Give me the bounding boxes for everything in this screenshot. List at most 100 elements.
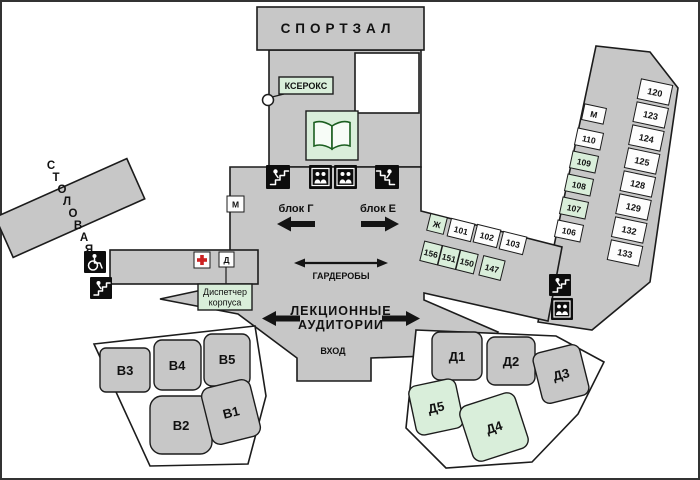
room-133: 133 (606, 239, 644, 267)
cross-horizontal (197, 258, 207, 262)
room-box (606, 239, 644, 267)
room-label: 107 (566, 202, 582, 215)
courtyard-cutout (354, 52, 420, 114)
room-label: 110 (581, 133, 597, 146)
elevator-icon (309, 165, 332, 189)
room-147: 147 (478, 255, 506, 281)
dispatcher-label-line2: корпуса (209, 298, 242, 308)
room-129: 129 (615, 193, 652, 221)
block-e-label: блок Е (360, 203, 396, 215)
stairs-icon (549, 274, 571, 296)
cloakrooms-label: ГАРДЕРОБЫ (312, 271, 369, 281)
xerox-label-box (278, 76, 334, 95)
cafeteria-letter: В (74, 220, 82, 232)
room-102: 102 (472, 223, 502, 249)
room-103: 103 (498, 230, 528, 256)
room-label: 120 (647, 86, 664, 99)
room-d1: Д1 (431, 331, 483, 381)
room-box (615, 193, 652, 221)
library-box (305, 110, 359, 161)
cloakrooms-sign: ГАРДЕРОБЫ (294, 258, 388, 281)
room-label: Д3 (551, 365, 571, 384)
room-box (226, 195, 245, 213)
room-label: 101 (453, 224, 469, 237)
cafeteria-letter: Т (52, 172, 59, 184)
room-132: 132 (610, 216, 648, 244)
m-toilet-hub: М (226, 195, 245, 213)
room-d5: Д5 (408, 378, 464, 436)
room-box (610, 216, 648, 244)
room-150: 150 (455, 249, 479, 275)
room-label: 108 (571, 179, 587, 192)
room-101: 101 (446, 217, 476, 243)
room-box (200, 379, 262, 445)
room-box (498, 230, 528, 256)
cafeteria-building (0, 157, 146, 259)
room-box (568, 150, 600, 174)
room-label: М (232, 200, 239, 210)
xerox-callout: КСЕРОКС (261, 76, 334, 107)
west-corridor-area (109, 249, 259, 285)
room-label: 128 (629, 178, 646, 191)
room-label: 132 (621, 224, 638, 237)
room-label: 156 (423, 247, 439, 260)
room-106: 106 (553, 219, 585, 243)
cafeteria-letter: А (80, 232, 88, 244)
wheelchair-icon (84, 251, 106, 273)
d-block-area: Д1 Д2 Д3 Д5 Д4 (405, 329, 606, 469)
east-strip-rooms: 120 123 124 125 128 129 132 133 (606, 78, 674, 267)
cafeteria-letter: Я (85, 244, 93, 256)
sport-hall-area (256, 6, 425, 51)
room-label: 129 (625, 201, 642, 214)
room-v3: В3 (99, 347, 151, 393)
block-e-sign: блок Е (360, 203, 399, 232)
room-label: В2 (173, 418, 190, 433)
wing-rooms: М 110 109 108 107 106 (553, 103, 608, 243)
room-box (419, 240, 443, 266)
arrow-right-icon (361, 216, 399, 232)
room-151: 151 (437, 245, 461, 270)
room-label: Д2 (503, 354, 520, 369)
room-v2: В2 (149, 395, 213, 455)
room-label: 102 (479, 230, 495, 243)
arrow-left-icon (277, 216, 315, 232)
room-label: М (589, 109, 598, 120)
room-label: В5 (219, 352, 236, 367)
room-box (532, 343, 590, 405)
room-box (558, 196, 590, 220)
east-arm-rooms: Ж 101 102 103 156 151 150 147 (419, 213, 528, 281)
block-g-label: блок Г (279, 203, 315, 215)
room-d2: Д2 (486, 336, 536, 386)
v-block-area: В3 В4 В5 В2 В1 (92, 325, 267, 467)
room-123: 123 (632, 101, 670, 129)
room-125: 125 (623, 147, 661, 175)
room-label: Д5 (426, 398, 445, 416)
room-box (408, 378, 464, 436)
room-box (455, 249, 479, 275)
room-box (459, 392, 529, 462)
arrow-left-icon (262, 311, 300, 326)
lecture-halls-line1: ЛЕКЦИОННЫЕ (290, 304, 391, 318)
cafeteria-letter: О (58, 184, 67, 196)
room-label: 125 (634, 155, 651, 168)
stairs-icon (375, 165, 399, 189)
room-v1: В1 (200, 379, 262, 445)
room-d3: Д3 (532, 343, 590, 405)
room-v5: В5 (203, 333, 251, 387)
d-toilet-hub: Д (218, 251, 235, 268)
room-128: 128 (619, 170, 657, 198)
elevator-icon (551, 298, 573, 320)
room-120: 120 (636, 78, 674, 106)
sport-hall-label: СПОРТЗАЛ (281, 21, 396, 36)
room-label: 147 (484, 262, 500, 275)
elevator-icon (334, 165, 357, 189)
room-156: 156 (419, 240, 443, 266)
room-label: Д4 (484, 418, 505, 438)
open-book-icon (313, 120, 351, 151)
room-box (478, 255, 506, 281)
cafeteria-letter: О (69, 208, 78, 220)
room-box (153, 339, 202, 391)
room-box (553, 219, 585, 243)
